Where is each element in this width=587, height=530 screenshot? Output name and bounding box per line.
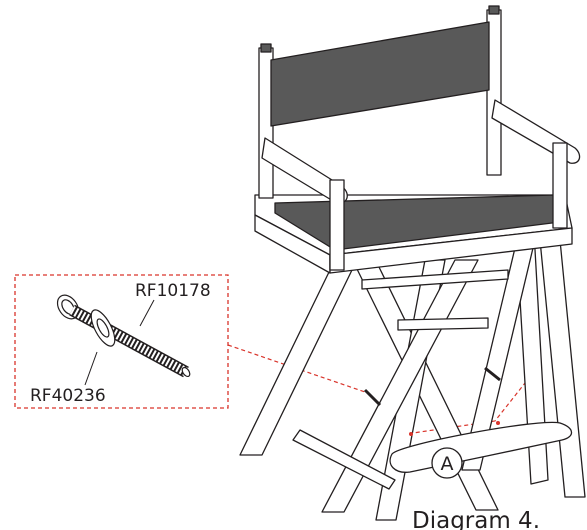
seat-fabric xyxy=(274,194,561,251)
callout-a: A xyxy=(431,447,463,479)
diagram-caption: Diagram 4. xyxy=(412,508,540,530)
part-number-rf40236: RF40236 xyxy=(30,386,106,406)
part-number-rf10178: RF10178 xyxy=(135,281,211,301)
stretcher-bar xyxy=(361,269,509,290)
directors-chair-drawing xyxy=(239,5,586,521)
stretcher-bar xyxy=(397,317,489,331)
bolt-installed xyxy=(363,366,501,407)
part-label-washer: RF40236 xyxy=(30,351,106,406)
bolt-thread xyxy=(69,304,189,378)
chair-legs xyxy=(239,231,586,521)
armrest-right xyxy=(491,99,581,229)
callout-a-letter: A xyxy=(441,453,454,475)
washer-drawing xyxy=(90,309,116,347)
armrest-left xyxy=(261,137,348,271)
part-label-bolt: RF10178 xyxy=(135,281,211,327)
back-fabric xyxy=(270,21,490,127)
bolt-detail-drawing xyxy=(56,294,191,378)
foot-rail xyxy=(292,429,396,490)
